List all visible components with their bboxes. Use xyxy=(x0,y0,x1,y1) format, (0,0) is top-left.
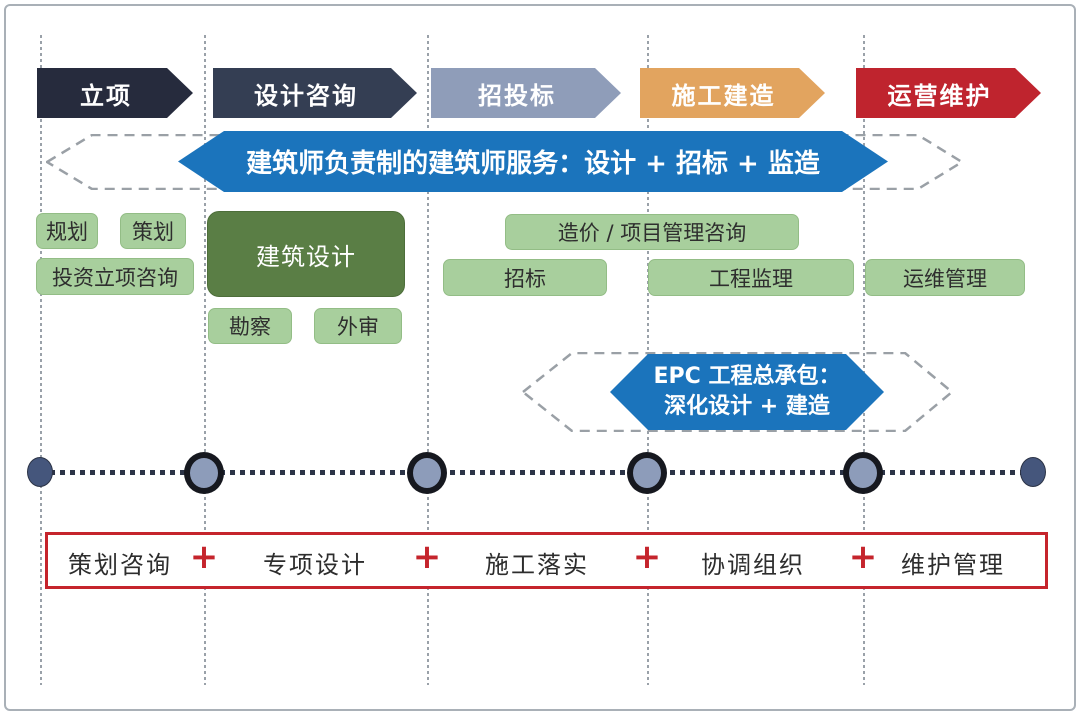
service-box-investment-consulting: 投资立项咨询 xyxy=(36,258,194,295)
timeline-node xyxy=(407,452,447,494)
service-box-survey: 勘察 xyxy=(208,308,292,344)
service-box-planning: 规划 xyxy=(36,213,98,249)
timeline-end-dot xyxy=(1020,457,1046,487)
architect-roles-box xyxy=(45,532,1048,589)
timeline-dotted-line xyxy=(40,470,1046,475)
role-label-coordination-organization: 协调组织 xyxy=(701,551,805,579)
service-box-cost-pm-consulting: 造价 / 项目管理咨询 xyxy=(505,214,799,250)
role-label-planning-consulting: 策划咨询 xyxy=(68,551,172,579)
architect-service-banner-text: 建筑师负责制的建筑师服务：设计 + 招标 + 监造 xyxy=(246,149,820,179)
timeline-node xyxy=(627,452,667,494)
role-label-specialized-design: 专项设计 xyxy=(263,551,367,579)
service-box-om-management: 运维管理 xyxy=(865,259,1025,296)
architect-service-banner: 建筑师负责制的建筑师服务：设计 + 招标 + 监造 xyxy=(178,131,888,192)
timeline-node xyxy=(184,452,224,494)
service-box-external-review: 外审 xyxy=(314,308,402,344)
epc-banner-line1: EPC 工程总承包： xyxy=(653,364,841,390)
role-label-maintenance-management: 维护管理 xyxy=(901,551,1005,579)
plus-sign: + xyxy=(412,537,442,577)
epc-banner-line2: 深化设计 + 建造 xyxy=(664,394,830,419)
architect-scope-dashed-outline xyxy=(46,134,964,190)
plus-sign: + xyxy=(632,537,662,577)
timeline-start-dot xyxy=(27,457,53,487)
plus-sign: + xyxy=(848,537,878,577)
service-box-architectural-design: 建筑设计 xyxy=(207,211,405,297)
phase-divider-line xyxy=(427,35,429,685)
phase-divider-line xyxy=(863,35,865,685)
phase-arrow-project-initiation: 立项 xyxy=(37,68,193,118)
service-box-tendering: 招标 xyxy=(443,259,607,296)
phase-arrow-design-consulting: 设计咨询 xyxy=(213,68,417,118)
epc-scope-dashed-outline xyxy=(522,352,954,432)
phase-arrow-operation-maintenance: 运营维护 xyxy=(856,68,1041,118)
phase-arrow-construction: 施工建造 xyxy=(640,68,825,118)
phase-divider-line xyxy=(204,35,206,685)
role-label-construction-implementation: 施工落实 xyxy=(485,551,589,579)
phase-arrow-bidding: 招投标 xyxy=(431,68,621,118)
service-box-programming: 策划 xyxy=(120,213,186,249)
timeline-node xyxy=(843,452,883,494)
phase-divider-line xyxy=(40,35,42,685)
service-box-construction-supervision: 工程监理 xyxy=(648,259,854,296)
epc-banner: EPC 工程总承包： 深化设计 + 建造 xyxy=(610,354,884,430)
plus-sign: + xyxy=(189,537,219,577)
